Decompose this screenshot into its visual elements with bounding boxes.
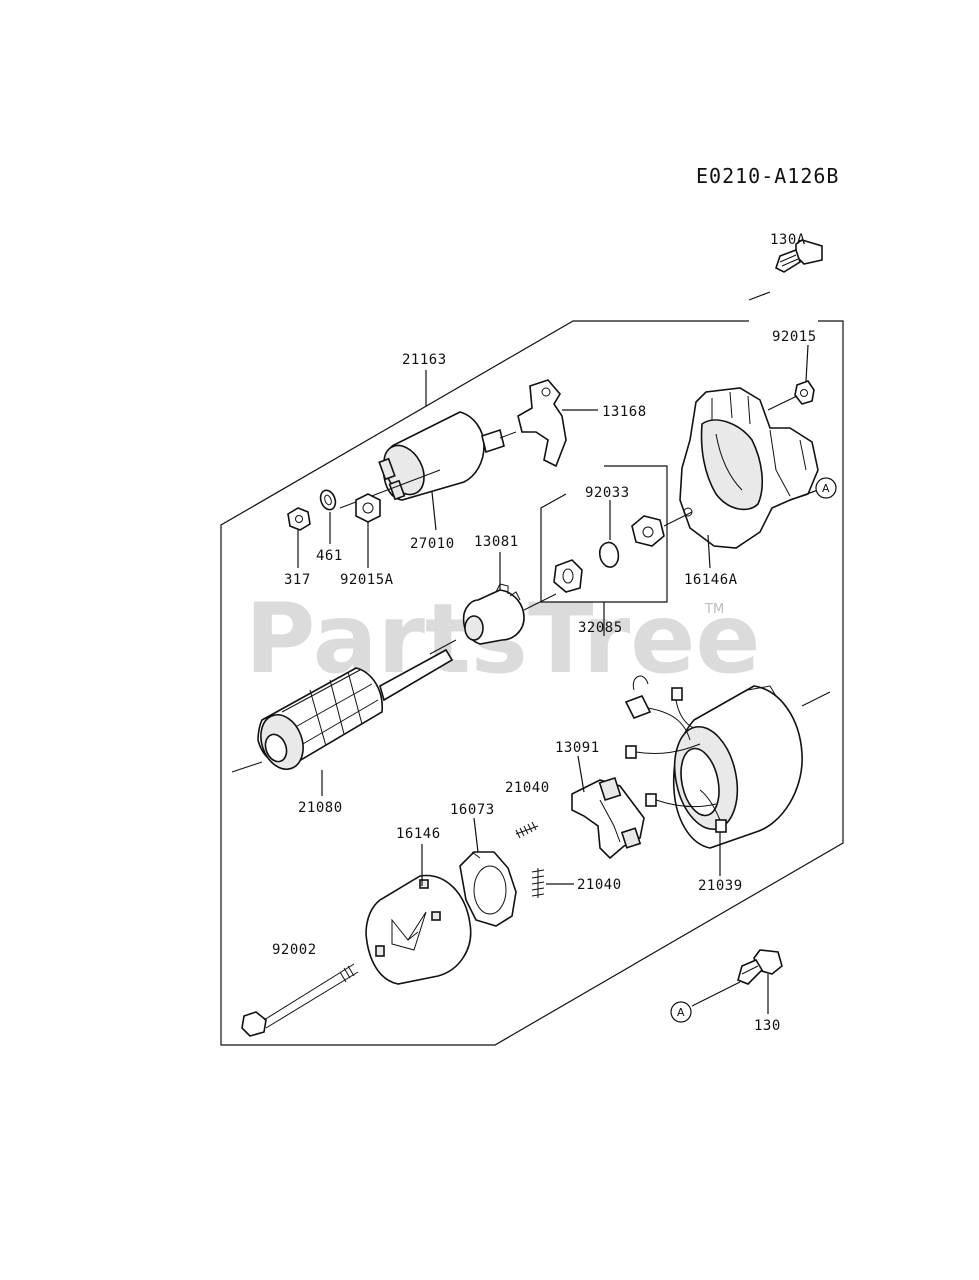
drive-housing-16146A[interactable] (679, 387, 819, 549)
label-317[interactable]: 317 (284, 572, 311, 588)
diagram-code: E0210-A126B (696, 164, 839, 188)
bolt-130[interactable] (737, 949, 783, 985)
leader-13091 (577, 755, 585, 793)
label-92002[interactable]: 92002 (272, 942, 317, 958)
label-21040-lower[interactable]: 21040 (577, 877, 622, 893)
label-92015[interactable]: 92015 (772, 329, 817, 345)
leader-ref-A-top (789, 489, 819, 501)
solenoid-21163[interactable] (376, 411, 517, 501)
nut-92015[interactable] (794, 380, 815, 405)
brush-plate-16073[interactable] (459, 851, 517, 927)
collar-axis-line (663, 511, 693, 527)
label-16146[interactable]: 16146 (396, 826, 441, 842)
label-21080[interactable]: 21080 (298, 800, 343, 816)
label-32085[interactable]: 32085 (578, 620, 623, 636)
leader-16146A (707, 534, 711, 569)
leader-92015b (767, 395, 798, 411)
snap-ring-92033[interactable] (598, 541, 620, 568)
label-13081[interactable]: 13081 (474, 534, 519, 550)
brush-spring-lower-21040[interactable] (531, 868, 545, 898)
label-13168[interactable]: 13168 (602, 404, 647, 420)
label-16146A[interactable]: 16146A (684, 572, 738, 588)
brush-holder-13091[interactable] (571, 776, 645, 860)
label-130A[interactable]: 130A (770, 232, 806, 248)
label-27010[interactable]: 27010 (410, 536, 455, 552)
leader-ref-A-bottom (691, 981, 741, 1007)
label-130[interactable]: 130 (754, 1018, 781, 1034)
leader-16073 (473, 817, 479, 853)
label-21039[interactable]: 21039 (698, 878, 743, 894)
nut-317[interactable] (287, 507, 311, 531)
ref-marker-A-top: A (815, 477, 837, 499)
through-bolt-92002[interactable] (241, 963, 359, 1037)
svg-text:A: A (822, 482, 830, 495)
bolt-130A[interactable] (775, 239, 823, 273)
pinion-stop[interactable] (553, 559, 583, 593)
label-21040-upper[interactable]: 21040 (505, 780, 550, 796)
watermark-trademark: TM (704, 602, 724, 617)
label-92033[interactable]: 92033 (585, 485, 630, 501)
armature-21080[interactable] (231, 639, 457, 775)
assembly-frame (220, 320, 844, 1046)
leader-92015 (805, 344, 809, 382)
leader-27010 (431, 491, 437, 531)
label-16073[interactable]: 16073 (450, 802, 495, 818)
svg-text:A: A (677, 1006, 685, 1019)
shift-lever-13168[interactable] (517, 379, 567, 468)
brush-spring-upper-21040[interactable] (515, 821, 539, 839)
stop-collar[interactable] (631, 515, 665, 547)
label-21163[interactable]: 21163 (402, 352, 447, 368)
label-461[interactable]: 461 (316, 548, 343, 564)
ref-marker-A-bottom: A (670, 1001, 692, 1023)
end-cover-16146[interactable] (365, 874, 472, 985)
pinion-clutch-13081[interactable] (462, 583, 557, 645)
yoke-field-coil[interactable] (666, 685, 831, 849)
brush-lead-wires (624, 675, 727, 833)
label-92015A[interactable]: 92015A (340, 572, 394, 588)
leader-130A (748, 291, 771, 301)
washer-461[interactable] (318, 488, 338, 512)
nut-92015A[interactable] (355, 493, 381, 523)
label-13091[interactable]: 13091 (555, 740, 600, 756)
